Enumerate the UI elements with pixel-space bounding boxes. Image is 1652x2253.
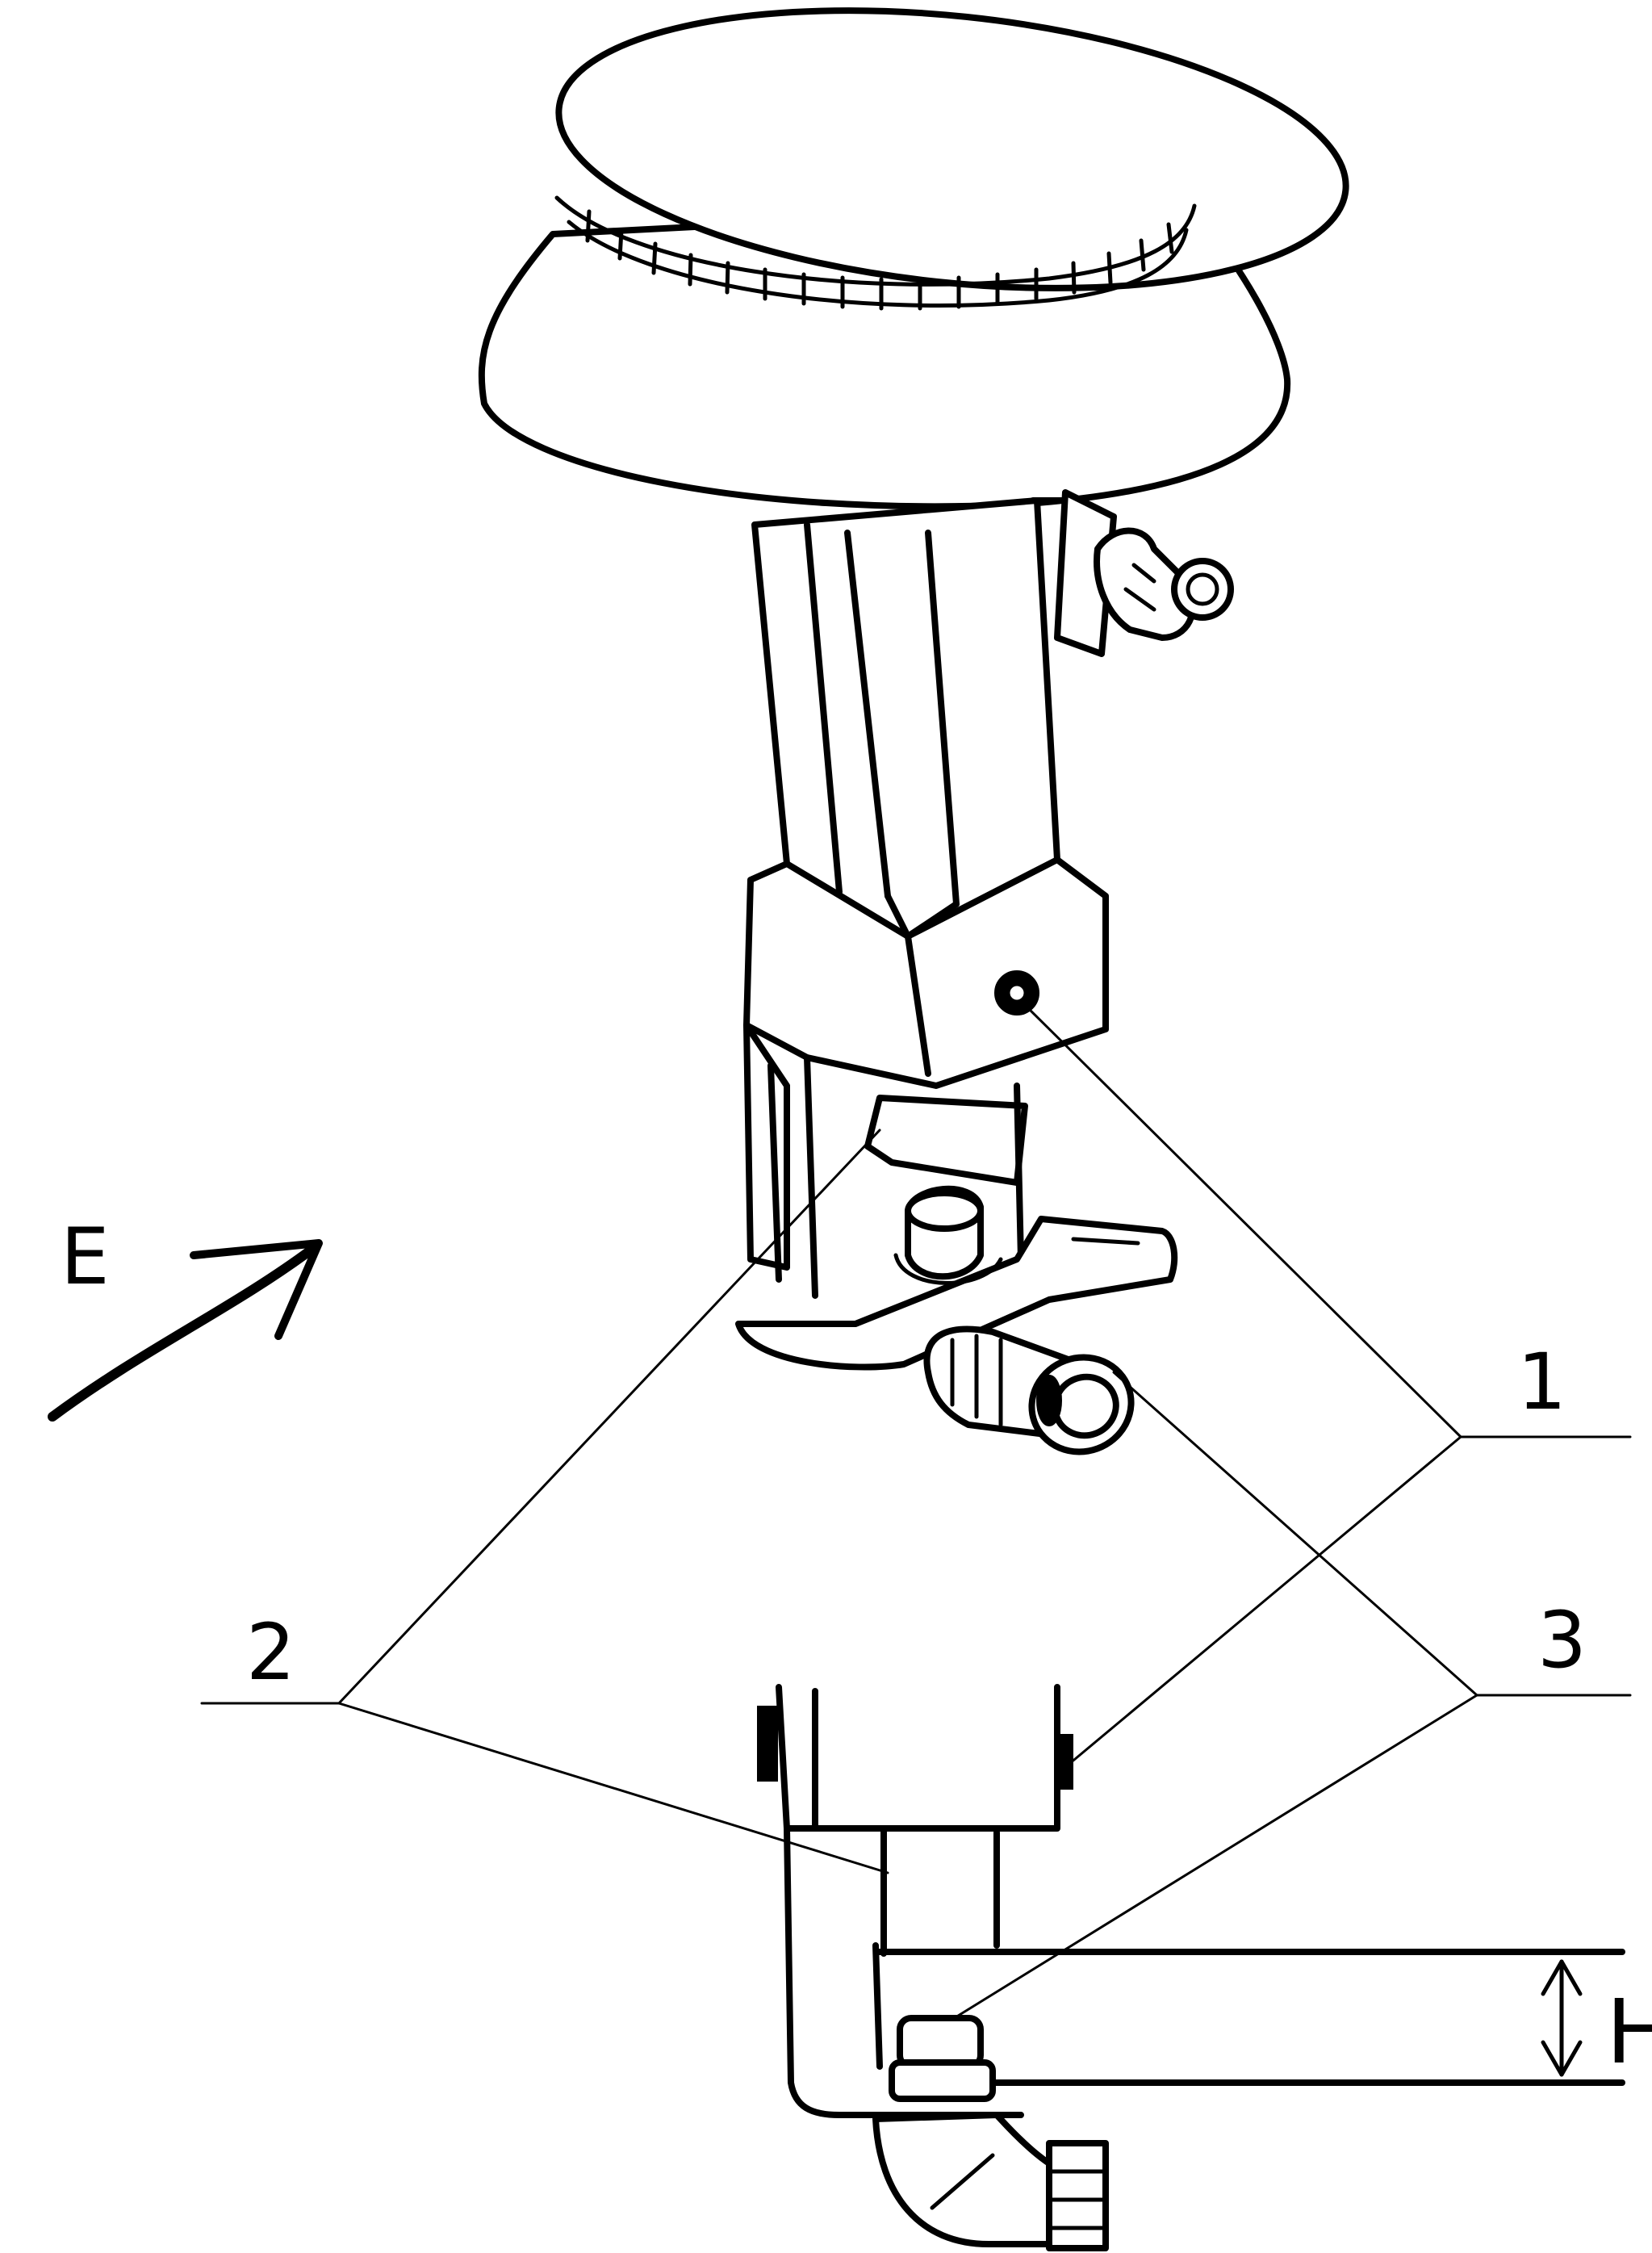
part-3-label: 3 [1537, 1595, 1587, 1686]
dimension-label: H [1606, 1980, 1652, 2083]
isometric-assembly [478, 7, 1349, 1455]
part-1-label: 1 [1517, 1337, 1566, 1427]
leader-lines [200, 999, 1632, 2036]
part-2-label: 2 [246, 1607, 295, 1698]
inlet-fitting [923, 1325, 1135, 1455]
side-elevation-view: H [757, 1684, 1652, 2251]
view-arrow: E [48, 1212, 323, 1422]
lower-bracket [735, 1022, 1178, 1371]
side-nozzle [1054, 489, 1234, 657]
column-body [743, 497, 1109, 1089]
view-arrow-label: E [61, 1212, 110, 1302]
burner-cap [478, 7, 1349, 510]
column-bolt [994, 970, 1039, 1016]
